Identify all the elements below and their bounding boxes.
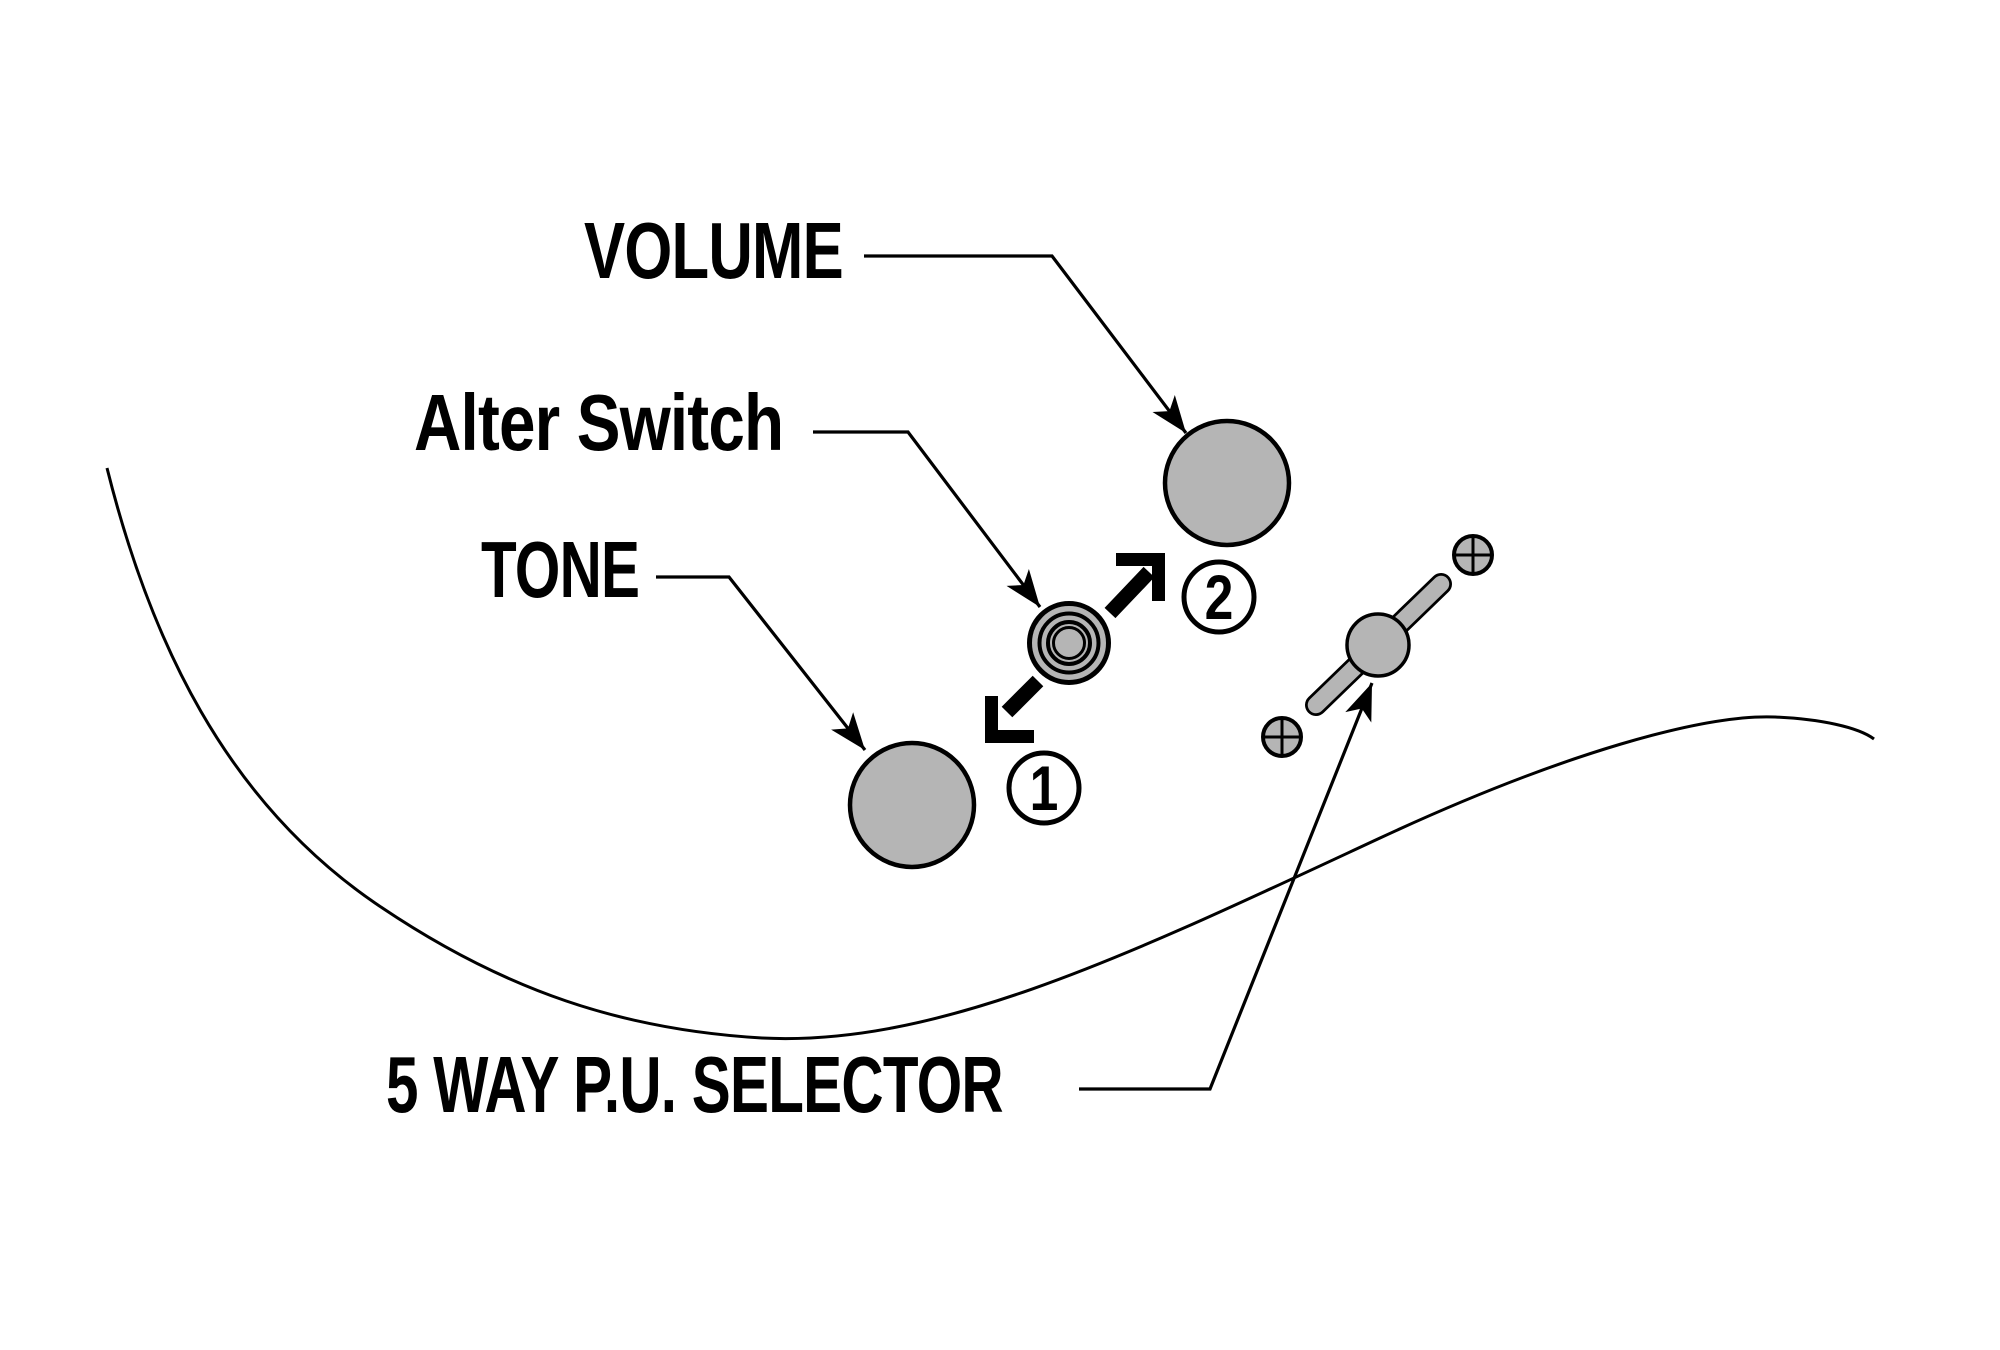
selector-screw-bottom-icon <box>1261 716 1303 758</box>
guitar-body-outline <box>105 467 1875 1041</box>
selector-switch <box>1261 534 1494 758</box>
tone-leader-arrow <box>656 575 867 751</box>
position-2-badge-circle <box>1181 559 1257 635</box>
volume-knob <box>1162 418 1292 548</box>
position-1-badge-number: 1 <box>1029 754 1059 824</box>
tone-label: TONE <box>481 525 640 614</box>
selector-screw-top-icon <box>1452 534 1494 576</box>
selector-leader-arrow <box>1079 682 1374 1091</box>
position-1-thick-arrow <box>985 675 1044 743</box>
position-2-thick-arrow <box>1104 553 1165 619</box>
selector-label: 5 WAY P.U. SELECTOR <box>386 1040 1004 1129</box>
volume-leader-arrow <box>864 254 1188 434</box>
tone-knob <box>847 740 977 870</box>
position-1-badge-circle <box>1006 750 1082 826</box>
alter-switch-leader-arrow <box>813 430 1042 608</box>
alter-switch-label: Alter Switch <box>414 378 784 467</box>
volume-label: VOLUME <box>584 206 844 295</box>
selector-knob <box>1345 612 1411 678</box>
alter-switch-knob <box>1027 601 1111 685</box>
position-2-badge-number: 2 <box>1204 563 1234 633</box>
